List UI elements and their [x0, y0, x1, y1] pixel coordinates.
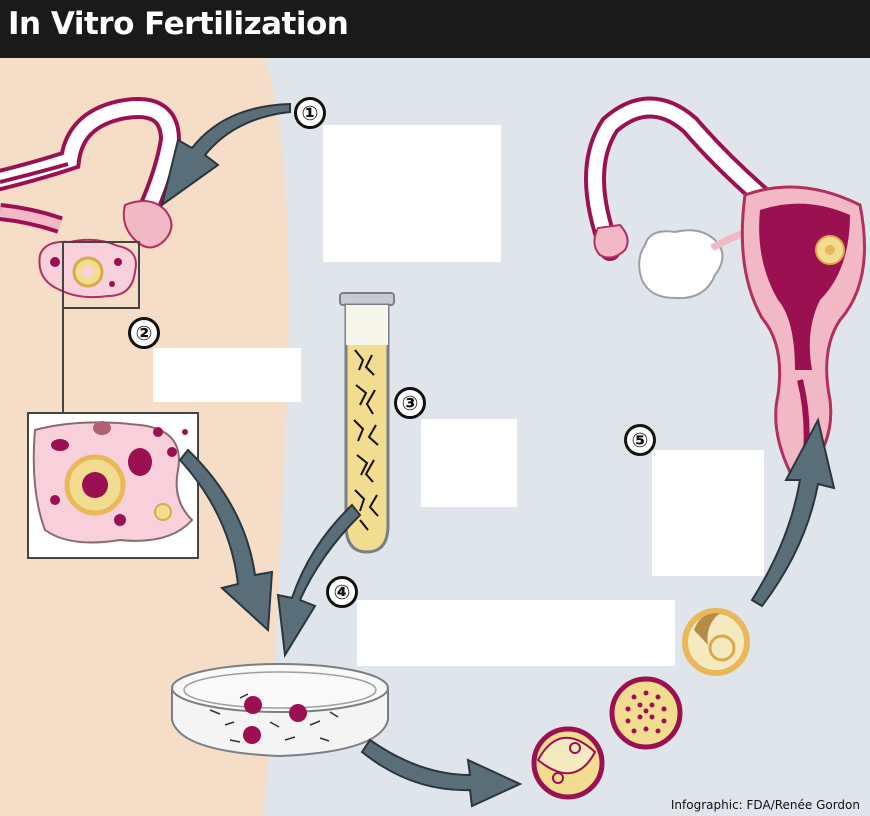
credit-text: Infographic: FDA/Renée Gordon: [671, 798, 860, 812]
petri-dish-icon: [172, 664, 388, 756]
title-bar: In Vitro Fertilization: [0, 0, 870, 58]
step-3-marker: ③: [394, 387, 426, 419]
page-title: In Vitro Fertilization: [8, 6, 348, 42]
step-5-marker: ⑤: [624, 424, 656, 456]
embryo-icon: [534, 729, 602, 797]
blastocyst-icon: [685, 611, 747, 673]
step-2-marker: ②: [128, 317, 160, 349]
step-4-marker: ④: [326, 576, 358, 608]
label-box-3: [421, 419, 517, 507]
label-box-4: [357, 600, 675, 666]
step-1-marker: ①: [294, 97, 326, 129]
label-box-2: [153, 348, 301, 402]
ovary-closeup: [28, 413, 198, 558]
morula-icon: [612, 679, 680, 747]
label-box-1: [323, 125, 501, 262]
label-box-5: [652, 450, 764, 576]
